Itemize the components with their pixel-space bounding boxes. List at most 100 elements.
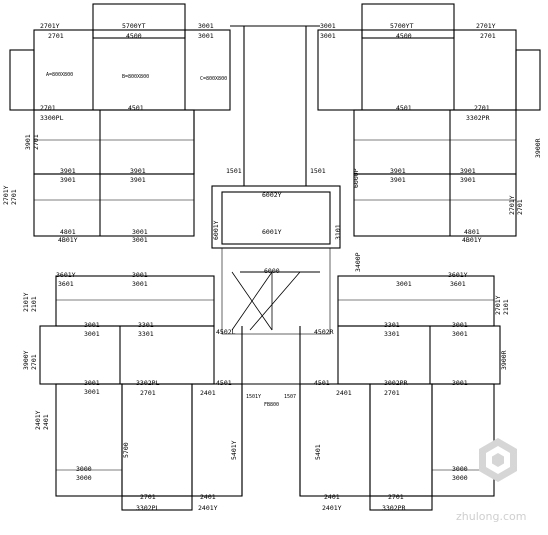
label: 4501 [128,104,144,112]
label: 4500 [126,32,142,40]
label: 3901 [24,134,32,150]
label: 3900R [500,350,508,370]
label: 2401 [200,493,216,501]
label: 2401 [200,389,216,397]
central-core [211,25,341,335]
label: 3001 [84,388,100,396]
label: 2701 [480,32,496,40]
label: 2701 [140,493,156,501]
label: 2401Y [198,504,218,512]
label: 3900R [534,138,542,158]
member-labels: 2701Y 2701 5700YT 4500 3001 3001 3001 30… [40,22,496,512]
label: 3000 [76,474,92,482]
label: 3000 [76,465,92,473]
label: 1507 [284,394,296,400]
label: 2401 [42,414,50,430]
label: 3301 [384,330,400,338]
label: 2401Y [322,504,342,512]
label: 3601 [450,280,466,288]
label: 3001 [84,379,100,387]
upper-left-unit [9,3,231,237]
label: 3001 [452,321,468,329]
label: 4B01Y [58,236,78,244]
label: FB800 [264,402,279,408]
label: 3301 [384,321,400,329]
label: 3901 [460,176,476,184]
label: 2401 [336,389,352,397]
label: 3001 [132,271,148,279]
label: 3301 [138,321,154,329]
label: 2101 [30,296,38,312]
label: 3001 [452,379,468,387]
watermark: zhulong.com [456,438,526,523]
label: 3001 [452,330,468,338]
label: 2701 [30,354,38,370]
label: 2701Y [2,185,10,205]
label: 3601Y [448,271,468,279]
label: 4501 [314,379,330,387]
label: 3300PL [40,114,64,122]
zhulong-logo-icon [479,438,517,482]
label: 5401 [314,444,322,460]
label: 3302PL [136,379,160,387]
label: 2701 [40,104,56,112]
label: C=800X800 [200,76,227,82]
label: 3001 [84,330,100,338]
label: 1501 [226,167,242,175]
label: 2701 [384,389,400,397]
label: 3001 [132,280,148,288]
label: 3101 [334,224,342,240]
label: 3302PL [136,504,160,512]
label: 2701 [32,134,40,150]
label: 2701Y [508,195,516,215]
label: 6001Y [212,220,220,240]
watermark-text: zhulong.com [456,510,526,523]
label: 2101 [502,299,510,315]
label: 2401 [324,493,340,501]
label: 2701Y [476,22,496,30]
label: 4502R [314,328,334,336]
label: 6000 [264,267,280,275]
label: 3901 [130,167,146,175]
label: 2701Y [494,295,502,315]
label: 3901 [390,176,406,184]
label: 3000 [452,474,468,482]
label: 3001 [132,236,148,244]
label: 3302PR [382,504,406,512]
label: 4502L [216,328,236,336]
label: 2401Y [34,410,42,430]
label: 1501 [310,167,326,175]
label: 6001Y [262,228,282,236]
label: 3901 [60,176,76,184]
label: 4501 [216,379,232,387]
label: 3002PR [384,379,408,387]
label: 2701Y [40,22,60,30]
label: 4801 [464,228,480,236]
label: 2701 [474,104,490,112]
label: 4B01Y [462,236,482,244]
label: 3301 [138,330,154,338]
label: 3302PR [466,114,490,122]
label: 3001 [320,22,336,30]
label: 4801 [60,228,76,236]
label: 6000P [352,168,360,188]
label: 6002Y [262,191,282,199]
label: 4501 [396,104,412,112]
label: 3901 [390,167,406,175]
label: 3901 [60,167,76,175]
label: 5700YT [390,22,414,30]
label: 3001 [132,228,148,236]
label: 3601 [58,280,74,288]
label: 2101Y [22,292,30,312]
lower-right-unit [214,275,501,511]
label: 2701 [388,493,404,501]
label: 4500 [396,32,412,40]
label: 2701 [140,389,156,397]
label: 3000 [452,465,468,473]
label: 3601Y [56,271,76,279]
label: 3001 [396,280,412,288]
label: 5700YT [122,22,146,30]
label: 5401Y [230,440,238,460]
label: 3001 [198,32,214,40]
